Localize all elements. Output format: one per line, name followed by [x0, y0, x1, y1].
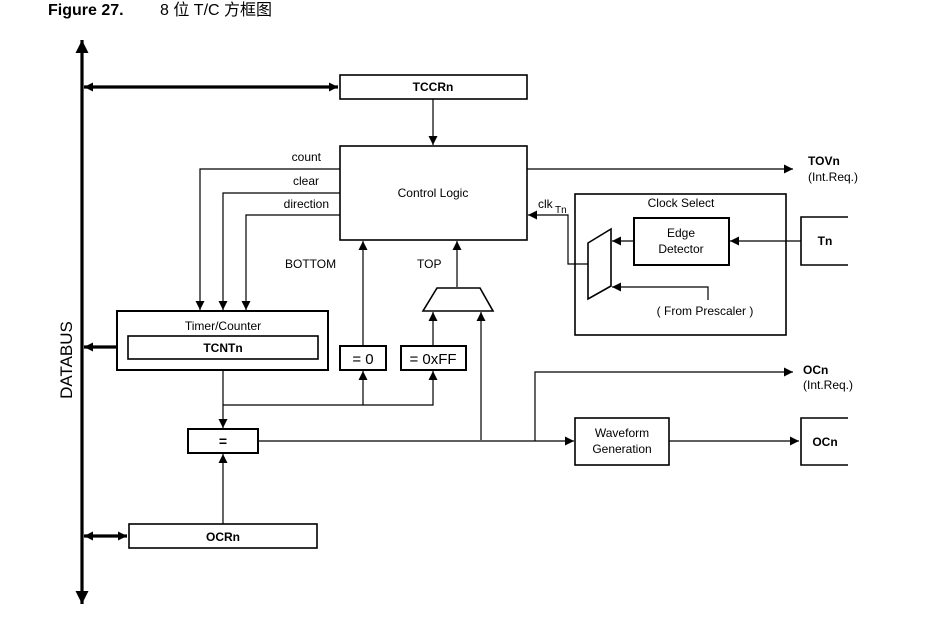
- clk-subscript: Tn: [555, 205, 567, 216]
- tov-label: TOVn: [808, 154, 840, 168]
- edge-detector-label-line2: Detector: [658, 242, 703, 256]
- ocn-pin: [800, 417, 848, 466]
- direction-wire: [241, 214, 340, 310]
- eq-zero-label: = 0: [352, 351, 373, 368]
- clear-wire: [218, 192, 340, 310]
- clk-label: clk: [538, 197, 554, 211]
- count-label: count: [292, 150, 322, 164]
- eq-max-block: [400, 345, 467, 371]
- tov-intreq-label: (Int.Req.): [808, 170, 858, 184]
- ocr-register: [128, 523, 318, 549]
- bottom-label: BOTTOM: [285, 257, 336, 271]
- tcnt-to-eqmax: [363, 371, 438, 406]
- ocr-label: OCRn: [206, 530, 240, 544]
- tcnt-register: [127, 335, 319, 360]
- clear-label: clear: [293, 174, 319, 188]
- tcnt-label: TCNTn: [203, 341, 242, 355]
- waveform-label-line1: Waveform: [595, 426, 649, 440]
- figure-number: Figure 27.: [48, 2, 124, 19]
- ocn-intreq-wire: [534, 367, 793, 441]
- databus-label: DATABUS: [57, 321, 76, 399]
- eq-max-label: = 0xFF: [409, 351, 456, 368]
- control-logic-label: Control Logic: [398, 186, 469, 200]
- top-mux: [421, 287, 495, 312]
- ocn-intreq-signal: OCn: [803, 363, 828, 377]
- edge-detector-label-line1: Edge: [667, 226, 695, 240]
- ocn-pin-label: OCn: [812, 435, 837, 449]
- comparator-label: =: [219, 433, 227, 449]
- eq-zero-block: [339, 345, 387, 371]
- count-wire: [195, 168, 340, 310]
- prescaler-label: ( From Prescaler ): [657, 304, 754, 318]
- timer-counter-label: Timer/Counter: [185, 319, 261, 333]
- figure-title: 8 位 T/C 方框图: [160, 1, 272, 19]
- clock-select-label: Clock Select: [648, 196, 715, 210]
- direction-label: direction: [284, 197, 329, 211]
- clock-mux: [587, 227, 612, 301]
- tcnt-to-eqzero: [223, 371, 368, 406]
- tccr-register: [339, 74, 528, 100]
- top-label: TOP: [417, 257, 441, 271]
- prescaler-wire: [612, 282, 709, 300]
- waveform-generation-block: [574, 417, 670, 466]
- ocn-intreq-label: (Int.Req.): [803, 378, 853, 392]
- tccr-label: TCCRn: [413, 80, 454, 94]
- tn-pin-label: Tn: [818, 234, 833, 248]
- waveform-label-line2: Generation: [592, 442, 651, 456]
- clk-wire: [528, 210, 588, 265]
